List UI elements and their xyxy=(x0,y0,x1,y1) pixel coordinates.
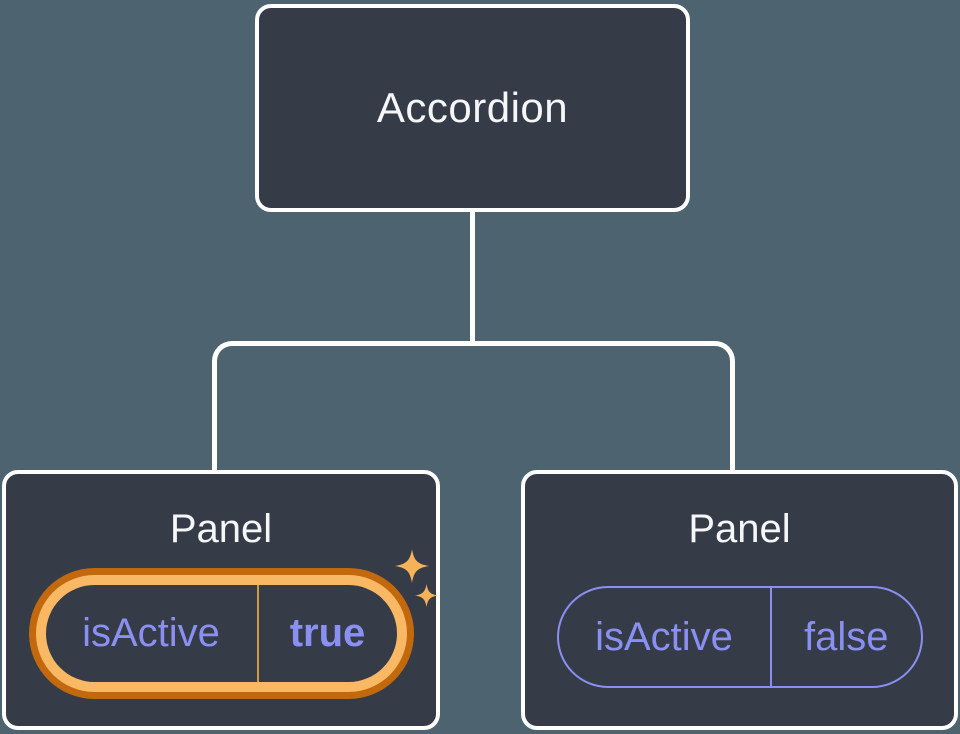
pill-divider xyxy=(256,585,259,682)
panel-inactive-label: Panel xyxy=(688,507,791,551)
state-pill-inactive: isActive false xyxy=(556,586,923,688)
connector-stem xyxy=(470,210,475,343)
accordion-label: Accordion xyxy=(376,84,569,131)
node-panel-active: Panel isActive true xyxy=(2,470,440,730)
state-pill-active: isActive true xyxy=(28,568,414,699)
state-value: true xyxy=(289,611,366,655)
pill-divider xyxy=(769,588,772,686)
state-pill-active-body: isActive true xyxy=(45,585,397,682)
state-name: isActive xyxy=(82,611,220,655)
state-pill-active-inner-ring: isActive true xyxy=(35,575,407,692)
connector-bracket xyxy=(212,341,735,470)
panel-active-label: Panel xyxy=(169,507,273,551)
node-panel-inactive: Panel isActive false xyxy=(521,470,958,730)
sparkles-icon xyxy=(395,549,429,583)
sparkles-icon xyxy=(415,584,438,607)
state-name: isActive xyxy=(595,614,733,659)
node-accordion: Accordion xyxy=(255,4,690,212)
state-value: false xyxy=(804,614,889,659)
